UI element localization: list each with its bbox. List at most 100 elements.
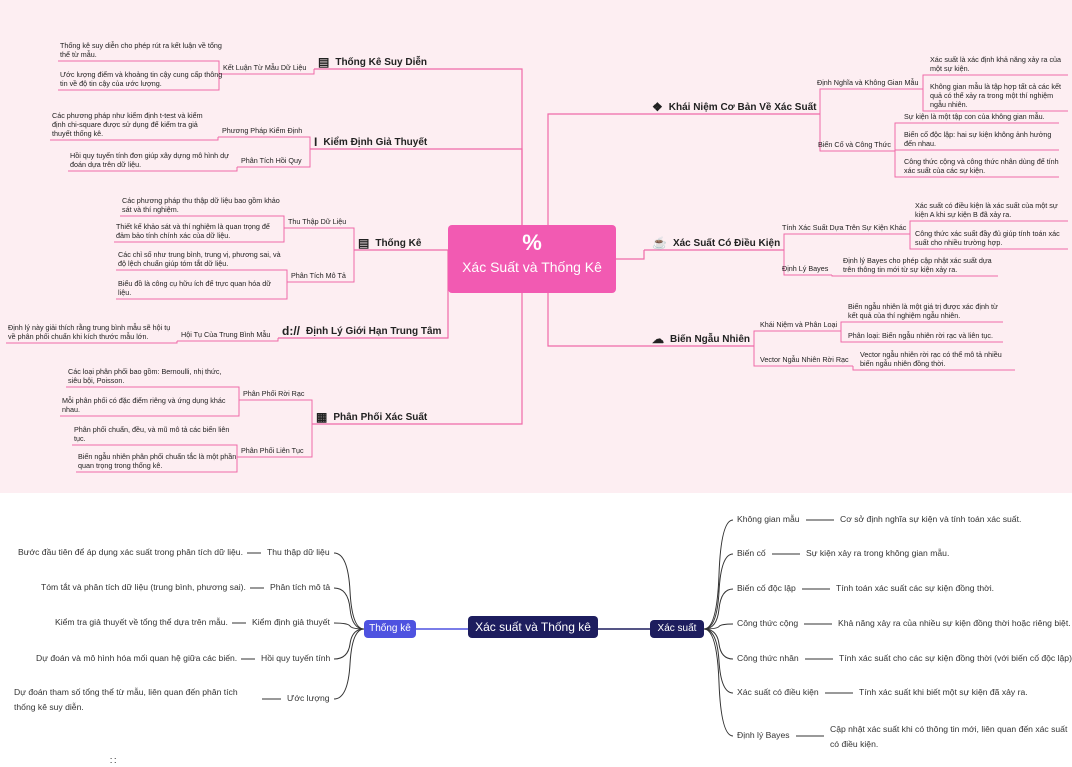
connector-line bbox=[219, 69, 315, 75]
leaf-note[interactable]: Biến ngẫu nhiên là một giá trị được xác … bbox=[848, 302, 998, 320]
probability-item[interactable]: Định lý Bayes bbox=[737, 730, 790, 740]
statistics-item-desc[interactable]: Kiểm tra giả thuyết về tổng thể dựa trên… bbox=[55, 617, 228, 627]
statistics-item-desc[interactable]: Tóm tắt và phân tích dữ liệu (trung bình… bbox=[41, 582, 246, 592]
leaf-note[interactable]: Mỗi phân phối có đặc điểm riêng và ứng d… bbox=[62, 396, 226, 414]
sub-topic[interactable]: Vector Ngẫu Nhiên Rời Rạc bbox=[760, 355, 849, 364]
probability-item[interactable]: Xác suất có điều kiện bbox=[737, 687, 819, 697]
statistics-item[interactable]: Kiểm định giả thuyết bbox=[252, 617, 330, 627]
drag-handle-icon[interactable]: ∷ bbox=[110, 756, 117, 767]
sub-topic[interactable]: Tính Xác Suất Dựa Trên Sự Kiện Khác bbox=[782, 223, 907, 232]
sub-topic[interactable]: Thu Thập Dữ Liệu bbox=[288, 217, 347, 226]
connector-curve bbox=[703, 623, 734, 630]
connector-line bbox=[68, 167, 238, 172]
branch-right-1[interactable]: ❖Khái Niệm Cơ Bản Về Xác Suất bbox=[652, 100, 817, 114]
probability-item-desc[interactable]: Cơ sở định nghĩa sự kiện và tính toán xá… bbox=[840, 514, 1022, 524]
connector-line bbox=[840, 331, 1003, 343]
sub-topic[interactable]: Phân Tích Mô Tả bbox=[291, 271, 346, 280]
leaf-note[interactable]: Biến cố độc lập: hai sự kiện không ảnh h… bbox=[904, 130, 1052, 148]
hub-statistics[interactable]: Thống kê bbox=[364, 620, 416, 638]
leaf-note[interactable]: Phân phối chuẩn, đều, và mũ mô tả các bi… bbox=[74, 425, 230, 443]
leaf-note[interactable]: Các phương pháp thu thập dữ liệu bao gồm… bbox=[122, 196, 280, 214]
probability-item-desc[interactable]: Tính toán xác suất các sự kiện đồng thời… bbox=[836, 583, 995, 593]
connector-line bbox=[116, 282, 288, 300]
connector-line bbox=[427, 249, 449, 259]
leaf-note[interactable]: Thống kê suy diễn cho phép rút ra kết lu… bbox=[60, 41, 222, 59]
leaf-note[interactable]: Biến ngẫu nhiên phân phối chuẩn tắc là m… bbox=[78, 452, 237, 470]
connector-line bbox=[287, 250, 355, 283]
leaf-note[interactable]: Định lý này giải thích rằng trung bình m… bbox=[8, 323, 171, 341]
statistics-item[interactable]: Thu thập dữ liệu bbox=[267, 547, 330, 557]
statistics-item-desc[interactable]: Dự đoán và mô hình hóa mối quan hệ giữa … bbox=[36, 653, 238, 663]
leaf-note[interactable]: Hồi quy tuyến tính đơn giúp xây dựng mô … bbox=[70, 151, 229, 169]
connector-curve bbox=[703, 588, 734, 630]
statistics-item[interactable]: Ước lượng bbox=[287, 693, 330, 703]
connector-line bbox=[58, 74, 220, 91]
sub-topic[interactable]: Khái Niệm và Phân Loại bbox=[760, 320, 838, 329]
leaf-note[interactable]: Công thức xác suất đầy đủ giúp tính toán… bbox=[915, 229, 1060, 247]
leaf-note[interactable]: Các loại phân phối bao gồm: Bernoulli, n… bbox=[68, 367, 222, 385]
leaf-note[interactable]: Thiết kế khảo sát và thí nghiệm là quan … bbox=[116, 222, 270, 240]
connector-line bbox=[120, 215, 285, 228]
probability-item[interactable]: Không gian mẫu bbox=[737, 514, 800, 524]
leaf-note[interactable]: Công thức cộng và công thức nhân dùng để… bbox=[904, 157, 1059, 175]
connector-line bbox=[922, 89, 1068, 112]
leaf-note[interactable]: Không gian mẫu là tập hợp tất cả các kết… bbox=[930, 82, 1061, 109]
leaf-note[interactable]: Ước lượng điểm và khoảng tin cậy cung cấ… bbox=[60, 70, 223, 88]
connector-line bbox=[58, 60, 220, 74]
leaf-note[interactable]: Phân loại: Biến ngẫu nhiên rời rạc và li… bbox=[848, 331, 993, 340]
leaf-note[interactable]: Xác suất có điều kiện là xác suất của mộ… bbox=[915, 201, 1058, 219]
bottom-central-topic[interactable]: Xác suất và Thống kê bbox=[468, 616, 598, 638]
sub-topic[interactable]: Hội Tụ Của Trung Bình Mẫu bbox=[181, 330, 271, 339]
statistics-item-desc[interactable]: Dự đoán tham số tổng thể từ mẫu, liên qu… bbox=[14, 687, 238, 712]
probability-item[interactable]: Biến cố độc lập bbox=[737, 583, 796, 593]
sub-topic[interactable]: Định Lý Bayes bbox=[782, 264, 829, 273]
connector-curve bbox=[333, 552, 365, 630]
connector-line bbox=[60, 400, 240, 417]
connector-line bbox=[284, 227, 355, 250]
connector-line bbox=[894, 151, 1059, 178]
connector-curve bbox=[333, 628, 365, 700]
sub-topic[interactable]: Phân Tích Hồi Quy bbox=[241, 156, 302, 165]
connector-line bbox=[909, 220, 1068, 234]
central-topic[interactable]: % Xác Suất và Thống Kê bbox=[448, 225, 616, 293]
leaf-note[interactable]: Các chỉ số như trung bình, trung vị, phư… bbox=[118, 250, 281, 268]
branch-right-3[interactable]: ☁Biến Ngẫu Nhiên bbox=[652, 332, 751, 346]
leaf-note[interactable]: Các phương pháp như kiểm định t-test và … bbox=[52, 111, 203, 138]
sub-topic[interactable]: Định Nghĩa và Không Gian Mẫu bbox=[817, 78, 919, 87]
probability-item[interactable]: Công thức nhân bbox=[737, 653, 799, 663]
leaf-note[interactable]: Vector ngẫu nhiên rời rạc có thể mô tả n… bbox=[860, 350, 1002, 368]
connector-line bbox=[922, 74, 1068, 89]
italic-i-icon: I bbox=[314, 135, 318, 149]
sub-topic[interactable]: Phân Phối Rời Rạc bbox=[243, 389, 305, 398]
branch-3[interactable]: ▤Thống Kê bbox=[358, 236, 422, 250]
mindmap-top: % Xác Suất và Thống Kê ▤Thống Kê Suy Diễ… bbox=[0, 0, 1072, 493]
connector-line bbox=[616, 250, 645, 260]
sub-topic[interactable]: Phân Phối Liên Tục bbox=[241, 446, 304, 455]
branch-right-2[interactable]: ☕Xác Suất Có Điều Kiện bbox=[652, 236, 781, 250]
statistics-item[interactable]: Hồi quy tuyến tính bbox=[261, 653, 331, 663]
branch-4[interactable]: d://Định Lý Giới Hạn Trung Tâm bbox=[282, 324, 442, 338]
sub-topic[interactable]: Phương Pháp Kiểm Định bbox=[222, 126, 303, 135]
probability-item-desc[interactable]: Tính xác suất cho các sự kiện đồng thời … bbox=[839, 653, 1072, 663]
probability-item-desc[interactable]: Khả năng xảy ra của nhiều sự kiện đồng t… bbox=[838, 618, 1071, 628]
branch-5[interactable]: ▦Phân Phối Xác Suất bbox=[316, 410, 428, 424]
hub-probability[interactable]: Xác suất bbox=[650, 620, 704, 638]
probability-item-desc[interactable]: Cập nhật xác suất khi có thông tin mới, … bbox=[830, 724, 1068, 749]
probability-item-desc[interactable]: Sự kiện xảy ra trong không gian mẫu. bbox=[806, 548, 950, 558]
sub-topic[interactable]: Biến Cố và Công Thức bbox=[818, 140, 891, 149]
leaf-note[interactable]: Biểu đồ là công cụ hữu ích để trực quan … bbox=[118, 279, 272, 297]
statistics-item[interactable]: Phân tích mô tả bbox=[270, 582, 331, 592]
leaf-note[interactable]: Sự kiện là một tập con của không gian mẫ… bbox=[904, 112, 1045, 121]
connector-curve bbox=[703, 628, 734, 737]
leaf-note[interactable]: Xác suất là xác định khả năng xảy ra của… bbox=[930, 55, 1062, 73]
probability-item-desc[interactable]: Tính xác suất khi biết một sự kiện đã xả… bbox=[859, 687, 1028, 697]
statistics-item-desc[interactable]: Bước đầu tiên để áp dụng xác suất trong … bbox=[18, 547, 243, 557]
branch-1[interactable]: ▤Thống Kê Suy Diễn bbox=[318, 55, 428, 69]
leaf-note[interactable]: Định lý Bayes cho phép cập nhật xác suất… bbox=[843, 256, 992, 274]
sub-topic[interactable]: Kết Luận Từ Mẫu Dữ Liệu bbox=[223, 63, 307, 72]
connector-curve bbox=[703, 519, 734, 630]
connector-curve bbox=[333, 622, 365, 630]
probability-item[interactable]: Biến cố bbox=[737, 548, 766, 558]
probability-item[interactable]: Công thức cộng bbox=[737, 618, 799, 628]
